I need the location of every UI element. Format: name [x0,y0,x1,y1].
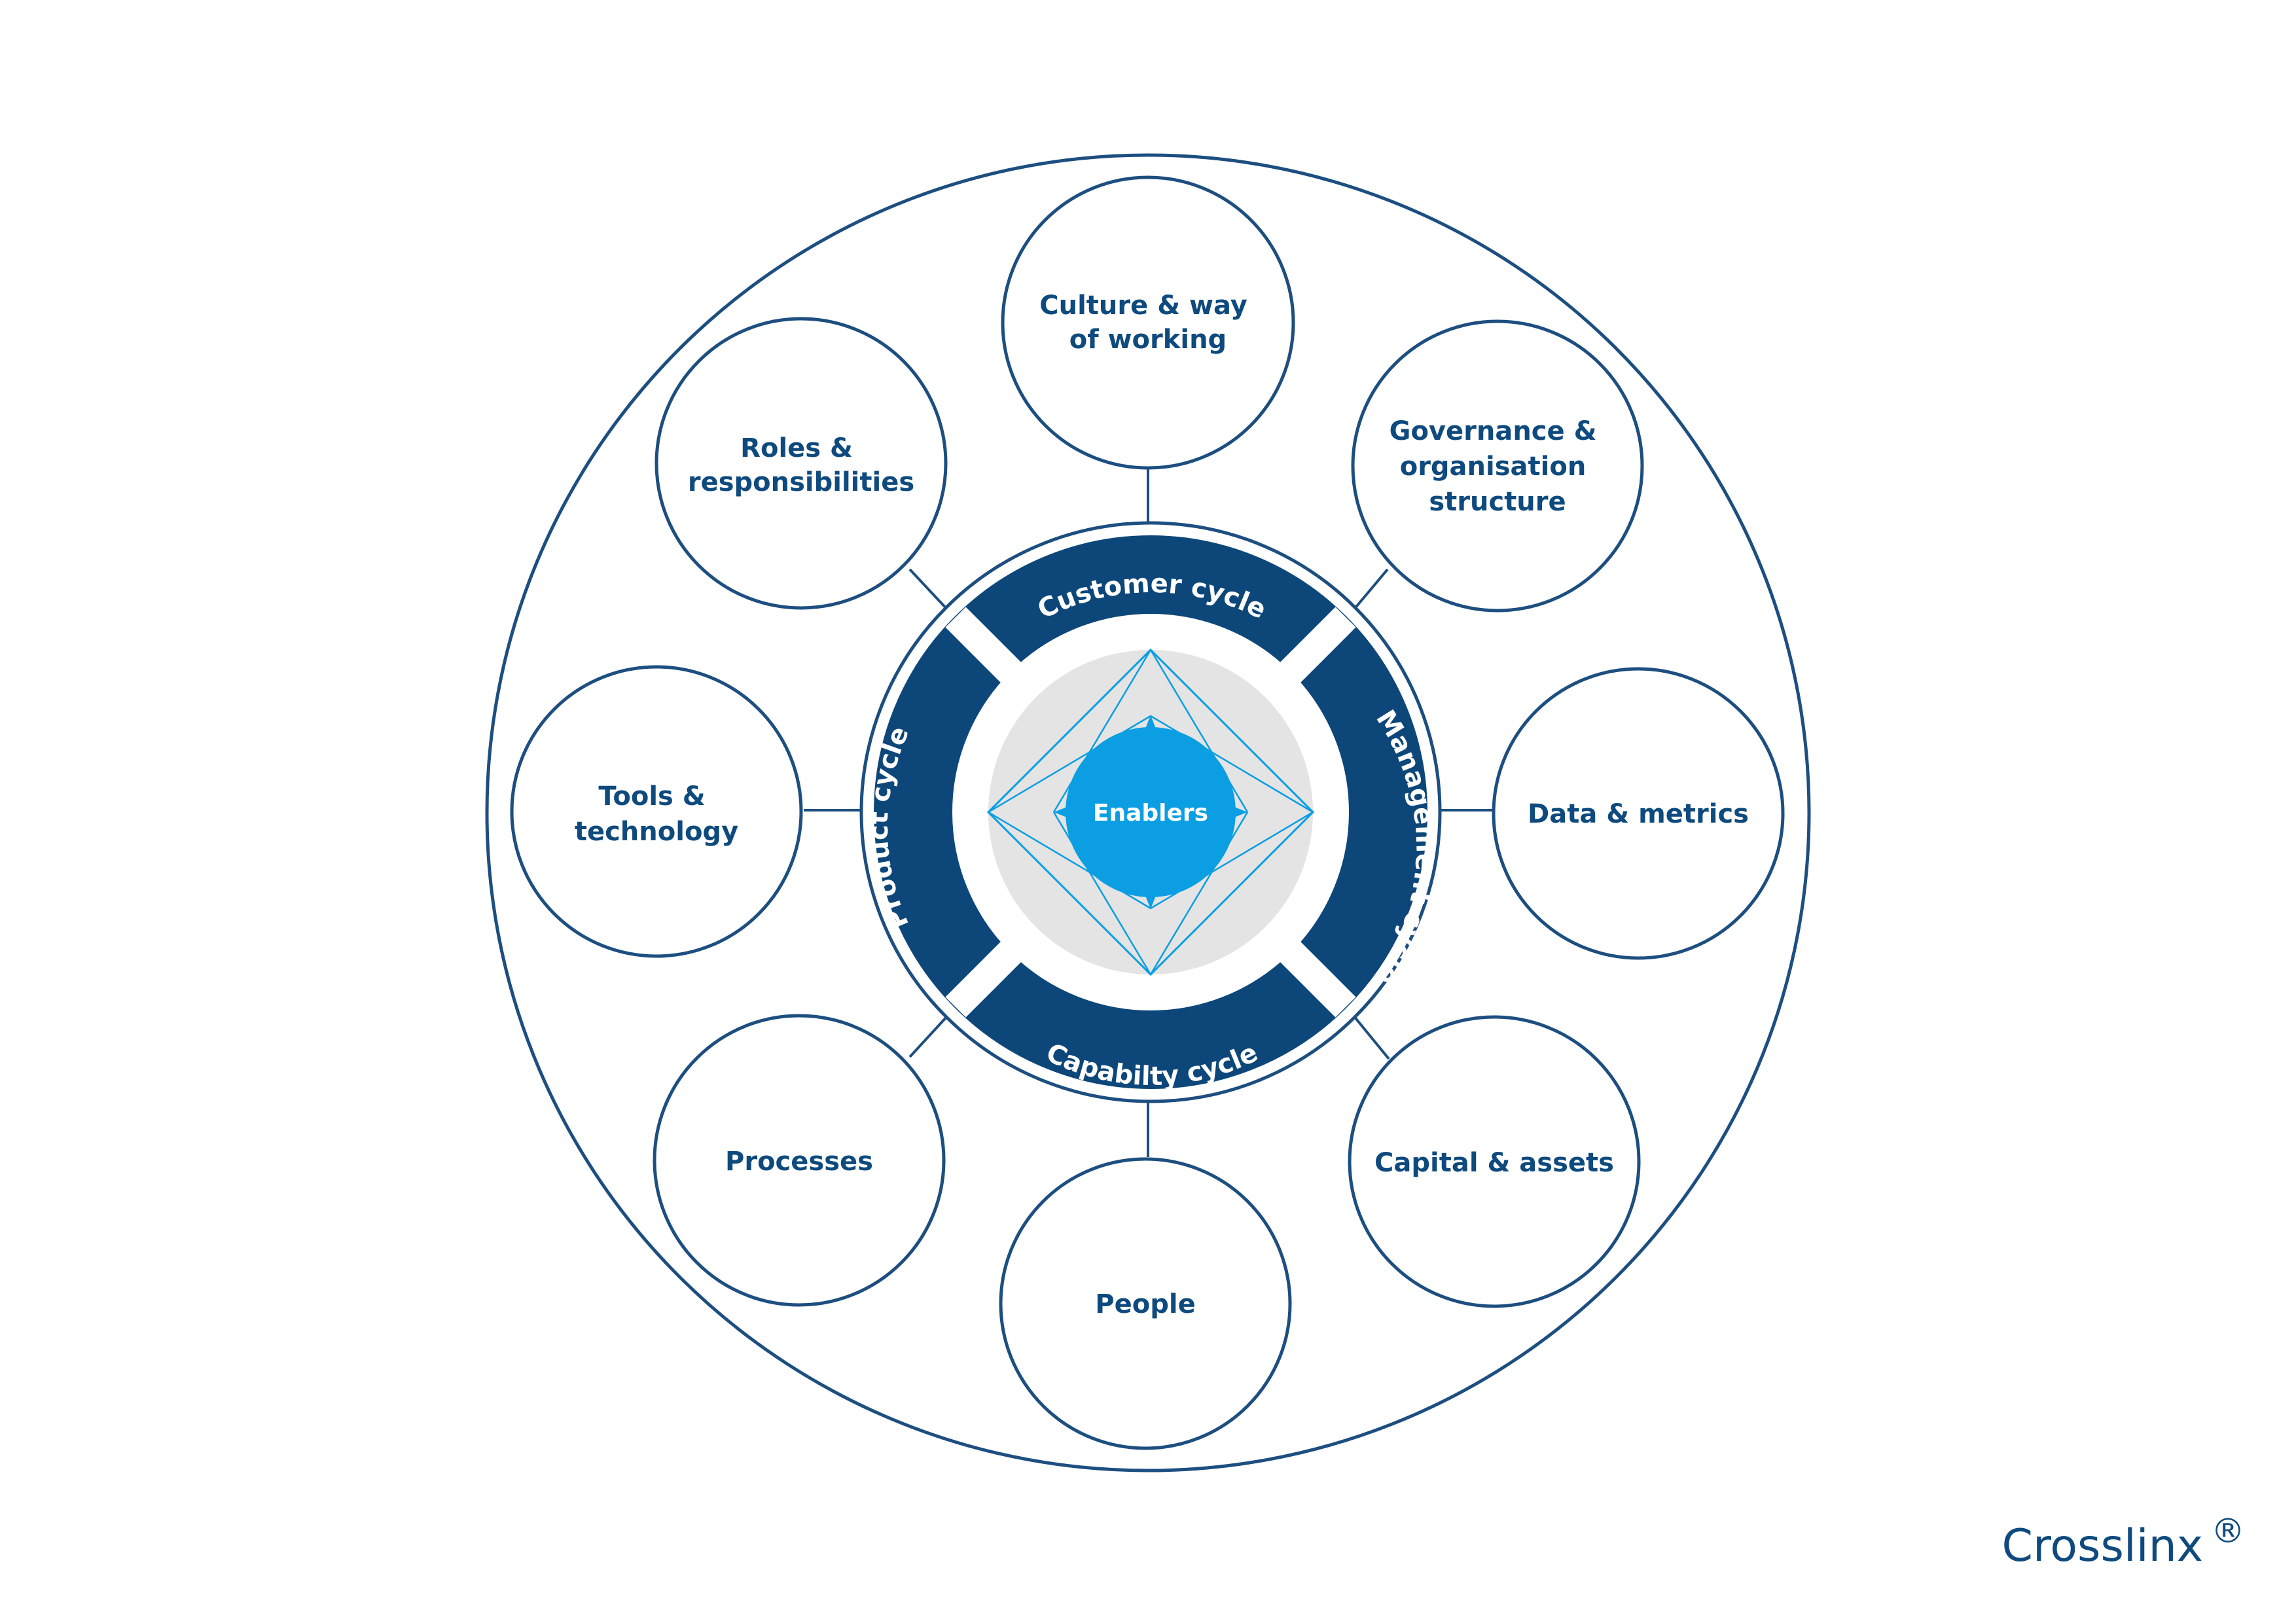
node-capital-circle [1348,1015,1641,1308]
node-culture-line-2: of working [1069,325,1227,355]
connector-capital [1352,1014,1390,1060]
node-people: People [999,1157,1292,1450]
ring-gap-bottom-left [945,913,1050,1018]
node-people-circle [999,1157,1292,1450]
enablers-core-star [1054,715,1247,909]
node-processes-label: Processes [725,1147,873,1177]
node-capital: Capital & assets [1348,1015,1641,1308]
node-roles-circle [655,317,948,610]
svg-text:Tools & technology: Tools & technology [575,781,738,847]
node-culture: Culture & way of working [1001,175,1295,470]
node-people-label: People [1095,1289,1195,1319]
enablers-core-label: Enablers [1093,800,1208,827]
node-tools-line-2: technology [575,817,738,847]
node-culture-line-1: Culture & way [1039,291,1247,321]
node-roles-line-2: responsibilities [688,467,914,497]
node-processes-circle [653,1014,946,1307]
node-roles-line-1: Roles & [740,433,853,463]
node-governance-circle [1351,319,1644,613]
node-culture-circle [1001,175,1295,470]
diamond-line-2 [1149,649,1249,813]
diamond-line-4 [1149,812,1249,975]
node-governance-line-3: structure [1429,487,1566,517]
connector-roles [908,568,949,611]
ring-gap-bottom-right [1251,913,1356,1018]
connector-lines [804,468,1496,1157]
node-tools-circle [510,665,803,958]
ring-gap-top-left [945,607,1050,711]
central-hub: Enablers Customer cycle Management cycle… [859,521,1442,1103]
node-data: Data & metrics [1492,667,1785,960]
node-governance-line-2: organisation [1400,452,1587,482]
node-processes: Processes [653,1014,946,1307]
node-governance-line-1: Governance & [1390,416,1597,446]
node-roles: Roles & responsibilities [655,317,948,610]
node-data-label: Data & metrics [1528,799,1749,829]
cycle-ring [874,535,1427,1089]
diamond-line-3 [1052,812,1152,975]
diamond-line-1 [1052,649,1152,813]
brand-name: Crosslinx [2001,1520,2203,1572]
svg-text:Governance & organisatio: Governance & organisation structure [1390,416,1606,517]
node-governance: Governance & organisation structure [1351,319,1644,613]
svg-text:Roles & responsibilities: Roles & responsibilities [688,433,914,497]
node-tools-line-1: Tools & [598,781,705,812]
node-tools: Tools & technology [510,665,803,958]
cycle-ring-band [874,535,1427,1089]
enablers-core: Enablers [1054,715,1247,909]
registered-mark: ® [2211,1512,2245,1551]
brand-logo: Crosslinx® [2001,1512,2245,1572]
cycle-ring-gaps [945,607,1356,1018]
node-capital-label: Capital & assets [1374,1148,1614,1178]
connector-processes [908,1014,949,1058]
outer-boundary-circle [485,153,1811,1472]
svg-text:Culture & way of working: Culture & way of working [1039,291,1256,355]
ring-gap-top-right [1251,607,1356,711]
node-data-circle [1492,667,1785,960]
connector-governance [1352,568,1389,611]
